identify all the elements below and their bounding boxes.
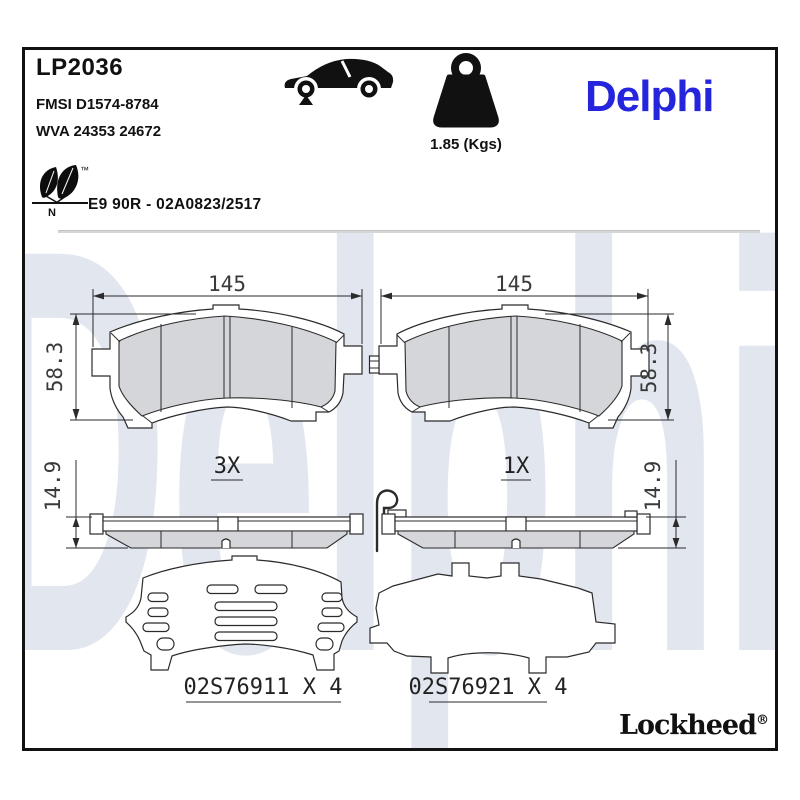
dim-width-left: 145 — [208, 272, 246, 296]
front-view-right-pad: 145 58.3 1X — [368, 272, 674, 481]
dim-thickness-right: 14.9 — [641, 461, 665, 512]
shim-left-part-code: 02S76911 X 4 — [184, 675, 343, 700]
shim-right: 02S76921 X 4 — [369, 562, 616, 703]
leaf-trademark: ™ — [80, 165, 89, 175]
lockheed-logo: Lockheed® — [540, 710, 769, 741]
dim-width-right: 145 — [495, 272, 533, 296]
dim-height-right: 58.3 — [637, 343, 661, 394]
side-profile-right: 14.9 — [375, 460, 686, 553]
border-frame — [22, 47, 778, 751]
qty-left: 3X — [214, 454, 241, 479]
front-view-left-pad: 145 58.3 3X — [43, 272, 363, 481]
side-profile-left: 14.9 — [41, 460, 364, 549]
wear-sensor-tab — [368, 355, 380, 374]
wva-code: WVA 24353 24672 — [36, 123, 162, 140]
front-axle-car-icon — [284, 58, 394, 105]
dim-height-left: 58.3 — [43, 342, 67, 393]
lockheed-text: Lockheed — [618, 710, 757, 741]
weight-icon — [433, 53, 499, 128]
eco-letter: N — [48, 207, 56, 219]
approval-code: E9 90R - 02A0823/2517 — [88, 196, 262, 213]
wear-indicator-clip — [375, 489, 399, 553]
shim-left: 02S76911 X 4 — [125, 555, 358, 703]
section-divider — [58, 230, 760, 233]
eco-leaf-icon: ™ N — [32, 165, 89, 219]
front-wheel-marker-icon — [299, 95, 313, 105]
dim-thickness-left: 14.9 — [41, 461, 65, 512]
part-number: LP2036 — [36, 54, 124, 81]
shim-right-part-code: 02S76921 X 4 — [409, 675, 568, 700]
delphi-logo: Delphi — [585, 72, 714, 121]
weight-value: 1.85 (Kgs) — [430, 136, 502, 153]
fmsi-code: FMSI D1574-8784 — [36, 96, 159, 113]
qty-right: 1X — [503, 454, 530, 479]
registered-mark: ® — [756, 713, 769, 728]
